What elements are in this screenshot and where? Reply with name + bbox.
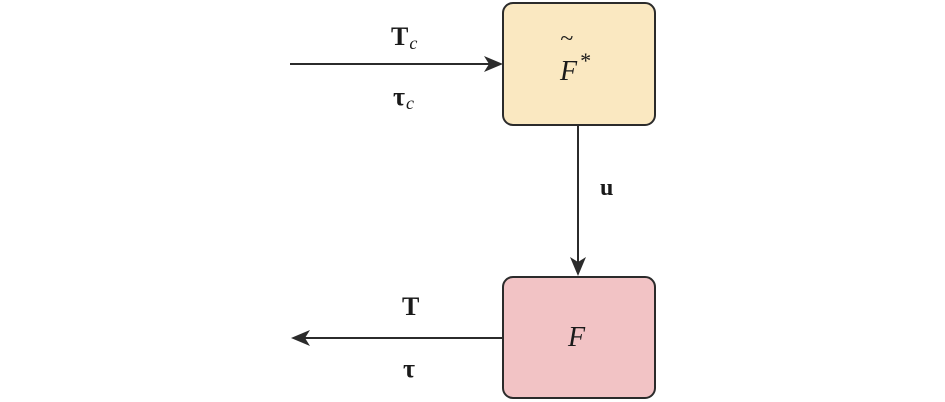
upper-block-rect	[502, 2, 656, 126]
middle-label: u	[600, 175, 613, 201]
input-top-label: Tc	[391, 22, 417, 53]
lower-block-symbol: F	[567, 322, 586, 353]
output-bottom-label: τ	[403, 354, 415, 383]
middle-arrow	[570, 126, 586, 276]
lower-block: F	[502, 276, 656, 399]
upper-block: ~ F*	[502, 2, 656, 126]
output-arrowhead	[291, 330, 310, 346]
middle-arrowhead	[570, 257, 586, 276]
input-arrowhead	[484, 56, 503, 72]
input-bottom-label: τc	[393, 82, 414, 113]
output-top-label: T	[402, 292, 419, 321]
upper-block-tilde: ~	[560, 26, 573, 52]
input-arrow	[290, 56, 503, 72]
output-arrow	[291, 330, 503, 346]
upper-block-symbol: F*	[559, 48, 590, 87]
